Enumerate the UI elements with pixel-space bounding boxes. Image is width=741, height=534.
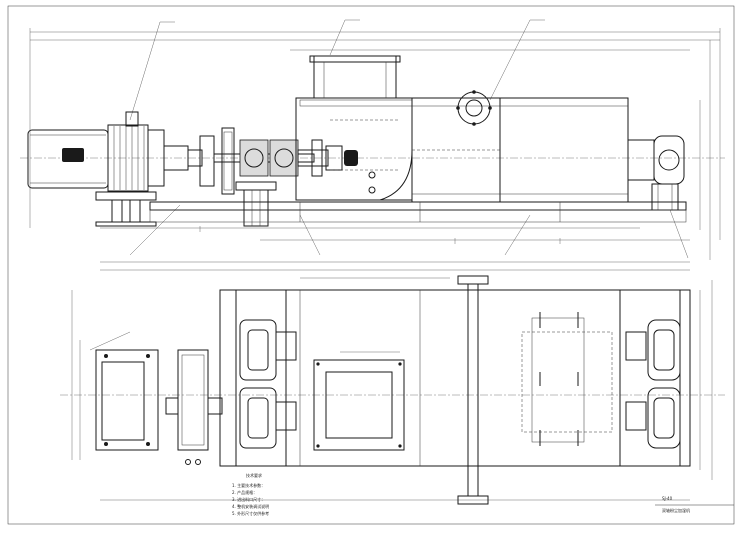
title-block-name: 双轴粉尘加湿机 (662, 507, 690, 513)
side-elevation-view (20, 19, 725, 260)
drive-motor (27, 111, 165, 192)
note-line-5: 5. 外形尺寸仅供参考 (232, 510, 269, 516)
motor-base-plate (95, 349, 159, 451)
plan-main-frame (219, 289, 691, 467)
trough-body (411, 90, 629, 203)
coupling-and-shaft (163, 127, 358, 195)
elevation-dimension-lines (29, 19, 721, 260)
note-line-1: 1. 主要技术参数： (232, 482, 265, 488)
note-line-3: 3. 进出料口尺寸： (232, 496, 265, 502)
right-bearing-assemblies (625, 319, 681, 449)
plan-inlet-opening (313, 359, 405, 451)
title-block: SJ-40 双轴粉尘加湿机 (655, 496, 734, 513)
note-line-2: 2. 产品规格： (232, 489, 257, 495)
machine-base-frame (149, 201, 687, 223)
technical-notes: 技术要求 1. 主要技术参数： 2. 产品规格： 3. 进出料口尺寸： 4. 整… (232, 472, 269, 516)
right-bearing-gearbox (627, 135, 685, 211)
left-bearing-assemblies (239, 319, 297, 449)
mixing-chamber (295, 55, 413, 201)
notes-title: 技术要求 (246, 472, 262, 478)
note-line-4: 4. 整机安装调试说明 (232, 503, 269, 509)
plan-dimension-lines (71, 261, 713, 501)
plan-outlet-region (521, 312, 613, 446)
plan-flange-bar (457, 275, 489, 505)
motor-base-frame (95, 191, 157, 227)
plan-coupling (165, 349, 223, 465)
bearing-pedestal-left (235, 181, 277, 227)
title-block-code: SJ-40 (662, 496, 673, 501)
plan-view (60, 261, 725, 505)
sheet-border (7, 5, 735, 525)
